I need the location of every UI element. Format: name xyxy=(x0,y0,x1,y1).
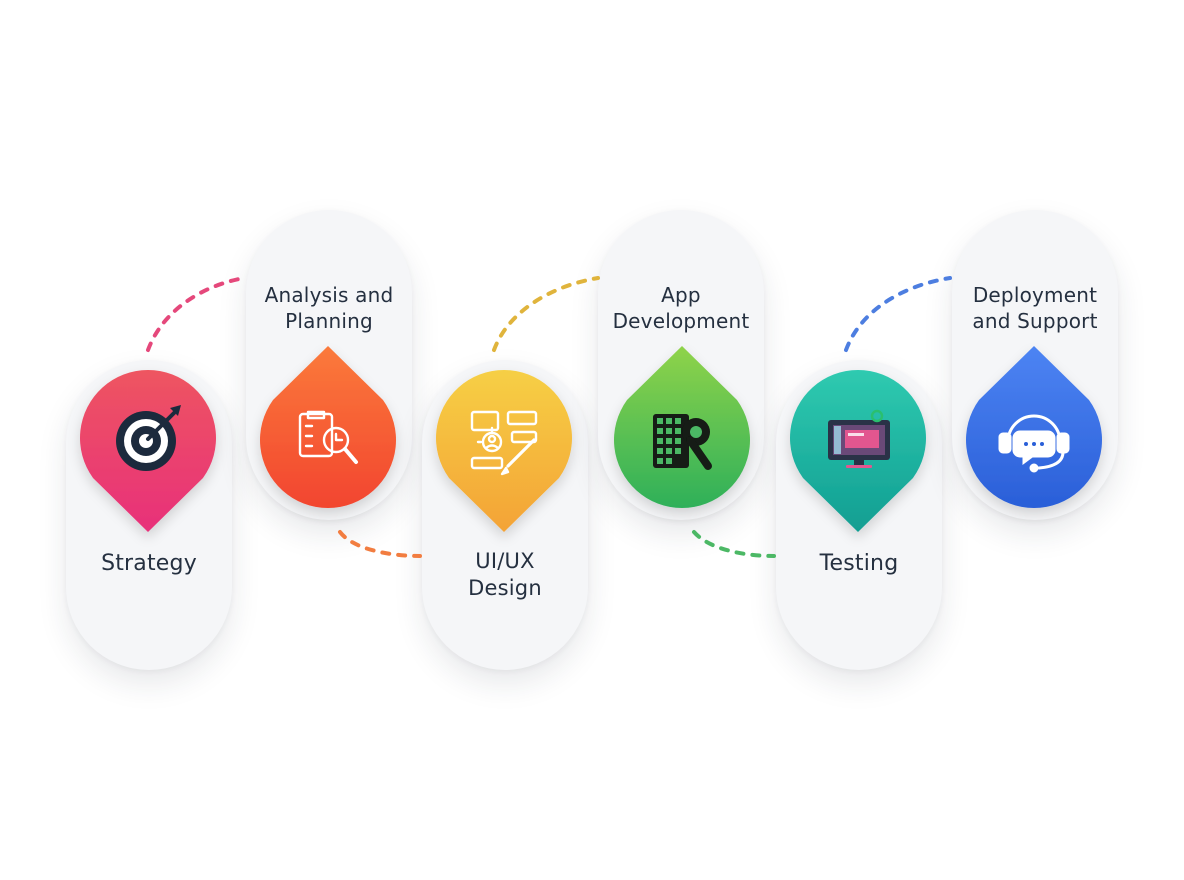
step-label-line: Testing xyxy=(819,551,899,576)
connector-strategy-analysis xyxy=(146,276,246,352)
step-label-line: and Support xyxy=(972,308,1098,333)
wireframe-design-icon xyxy=(470,410,538,476)
analysis-planning-pin xyxy=(259,346,396,508)
step-label-testing: Testing xyxy=(771,550,947,578)
app-wrench-icon xyxy=(653,414,712,470)
step-label-analysis-planning: Analysis and Planning xyxy=(241,283,417,334)
checklist-magnifier-icon xyxy=(298,410,358,464)
step-label-line: Development xyxy=(612,308,750,333)
connector-analysis-uiux xyxy=(338,530,422,558)
step-label-line: Strategy xyxy=(101,551,197,576)
deployment-support-pin xyxy=(966,346,1102,508)
connector-testing-deployment xyxy=(844,276,952,352)
step-label-uiux-design: UI/UX Design xyxy=(417,548,593,602)
step-label-strategy: Strategy xyxy=(61,550,237,578)
step-label-deployment-support: Deployment and Support xyxy=(947,283,1123,334)
step-label-line: Analysis and xyxy=(264,283,394,307)
step-label-line: App xyxy=(661,283,701,307)
monitor-testing-icon xyxy=(828,409,890,468)
headset-support-icon xyxy=(998,414,1070,473)
connector-appdev-testing xyxy=(692,530,776,558)
uiux-design-pin xyxy=(436,370,572,532)
step-label-app-development: App Development xyxy=(593,283,769,334)
step-label-line: Deployment xyxy=(972,283,1098,307)
connector-uiux-appdev xyxy=(492,276,600,352)
app-development-pin xyxy=(613,346,750,508)
target-icon xyxy=(116,405,181,471)
step-label-line: Planning xyxy=(285,308,373,333)
strategy-pin xyxy=(80,370,216,532)
step-label-line: UI/UX xyxy=(475,549,535,573)
testing-pin xyxy=(790,370,927,532)
step-label-line: Design xyxy=(468,575,542,600)
